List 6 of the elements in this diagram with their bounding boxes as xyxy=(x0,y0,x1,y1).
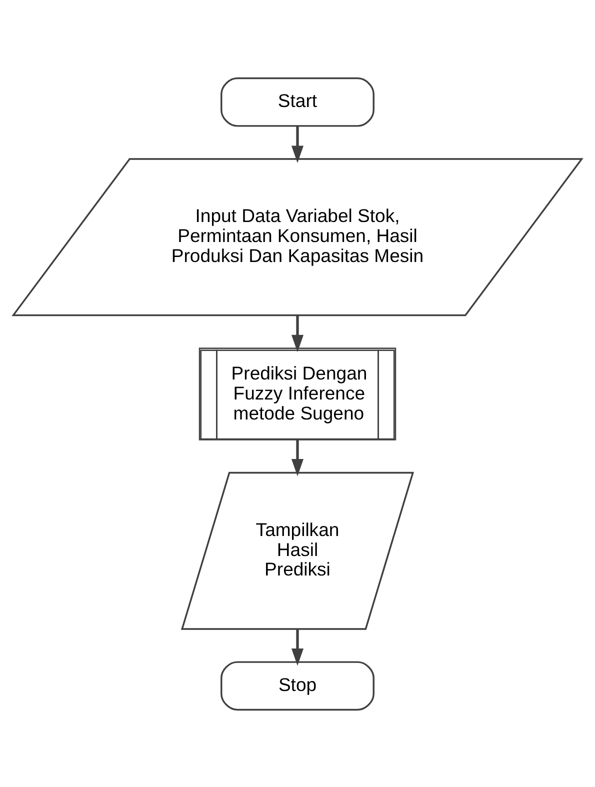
arrow xyxy=(291,315,304,352)
arrow xyxy=(291,126,304,163)
node-box: Stop xyxy=(220,660,374,710)
arrow xyxy=(291,628,304,666)
node-box: Start xyxy=(220,76,374,126)
arrow xyxy=(291,439,304,476)
